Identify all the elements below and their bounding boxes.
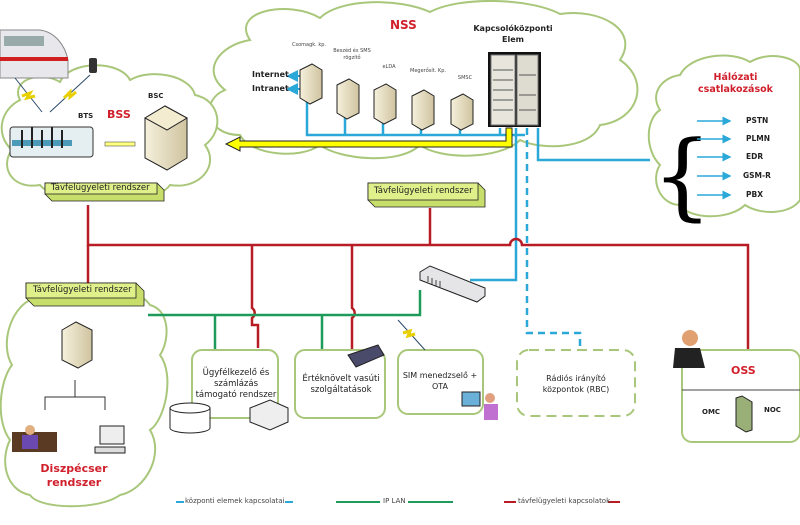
remote-monitoring-tag-bss: Távfelügyeleti rendszer	[51, 183, 150, 193]
connection-gsm-r: GSM-R	[743, 171, 771, 180]
switch-element-label: Kapcsolóközponti Elem	[473, 24, 553, 44]
computer-icon	[94, 425, 126, 454]
server-label: Csomagk. kp.	[292, 42, 326, 48]
dispatcher-tree	[44, 380, 106, 410]
server-icon	[411, 89, 435, 131]
bts-bsc-link	[104, 141, 136, 147]
connection-pstn: PSTN	[746, 116, 769, 125]
server-icon	[373, 83, 397, 125]
server-icon	[299, 63, 323, 105]
operator-icon	[12, 425, 57, 452]
bsc-label: BSC	[148, 92, 164, 100]
oss-title: OSS	[731, 364, 756, 377]
remote-monitoring-tag-dispatcher: Távfelügyeleti rendszer	[33, 285, 132, 295]
rbc-label: Rádiós irányító központok (RBC)	[542, 374, 610, 394]
value-added-label: Értéknövelt vasúti szolgáltatások	[302, 374, 380, 395]
connection-edr: EDR	[746, 152, 764, 161]
server-label: eLDA	[382, 64, 396, 70]
rbc-dashed-link	[525, 128, 582, 350]
dispatcher-title: Diszpécser rendszer	[40, 462, 108, 489]
monitoring-links	[86, 205, 750, 350]
internet-label: Internet	[252, 70, 289, 79]
router-switch-icon	[419, 265, 486, 303]
camera-icon	[347, 344, 385, 368]
connection-pbx: PBX	[746, 190, 763, 199]
server-label: Beszéd és SMS rögzítő	[333, 48, 371, 61]
legend-ip-lan: IP LAN	[383, 497, 406, 505]
nss-title: NSS	[390, 18, 417, 32]
network-connections-title: Hálózati csatlakozások	[698, 72, 773, 95]
server-icon	[336, 78, 360, 120]
caller-person-icon	[673, 330, 705, 368]
switching-cabinet-icon	[488, 52, 541, 127]
server-icon	[450, 93, 474, 131]
rbc-box	[516, 349, 636, 417]
nss-servers	[299, 63, 474, 131]
value-added-box	[294, 349, 386, 419]
oss-cabinet-icon	[735, 395, 753, 433]
bts-label: BTS	[78, 112, 94, 120]
customer-billing-box	[191, 349, 279, 419]
dispatcher-server-icon	[61, 321, 93, 369]
customer-billing-label: Ügyfélkezelő és számlázás támogató rends…	[195, 368, 277, 400]
bss-title: BSS	[107, 108, 131, 121]
bts-rack-icon	[9, 126, 94, 158]
noc-label: NOC	[764, 406, 781, 414]
ip-lan	[148, 290, 422, 350]
remote-monitoring-tag-nss: Távfelügyeleti rendszer	[374, 186, 473, 196]
sim-lightning-icon	[397, 319, 426, 351]
mobile-phone-icon	[89, 58, 97, 73]
legend-central-links: központi elemek kapcsolatai	[185, 497, 285, 505]
legend-monitoring-links: távfelügyeleti kapcsolatok	[518, 497, 611, 505]
network-connection-arrows	[697, 116, 732, 200]
intranet-label: Intranet	[252, 84, 289, 93]
omc-label: OMC	[702, 408, 721, 416]
train-icon	[0, 29, 69, 79]
tag-shapes	[25, 182, 486, 307]
server-label: SMSC	[457, 75, 473, 81]
yellow-arrow-to-bss	[224, 127, 513, 152]
lightning-icon	[14, 74, 91, 113]
printer-icon	[249, 399, 289, 431]
server-label: Megerősít. Kp.	[410, 68, 446, 74]
bsc-cabinet-icon	[143, 105, 189, 171]
user-at-computer-icon	[461, 391, 498, 420]
connection-plmn: PLMN	[746, 134, 771, 143]
sim-management-label: SIM menedzselő + OTA	[402, 371, 478, 391]
database-icon	[169, 402, 211, 434]
